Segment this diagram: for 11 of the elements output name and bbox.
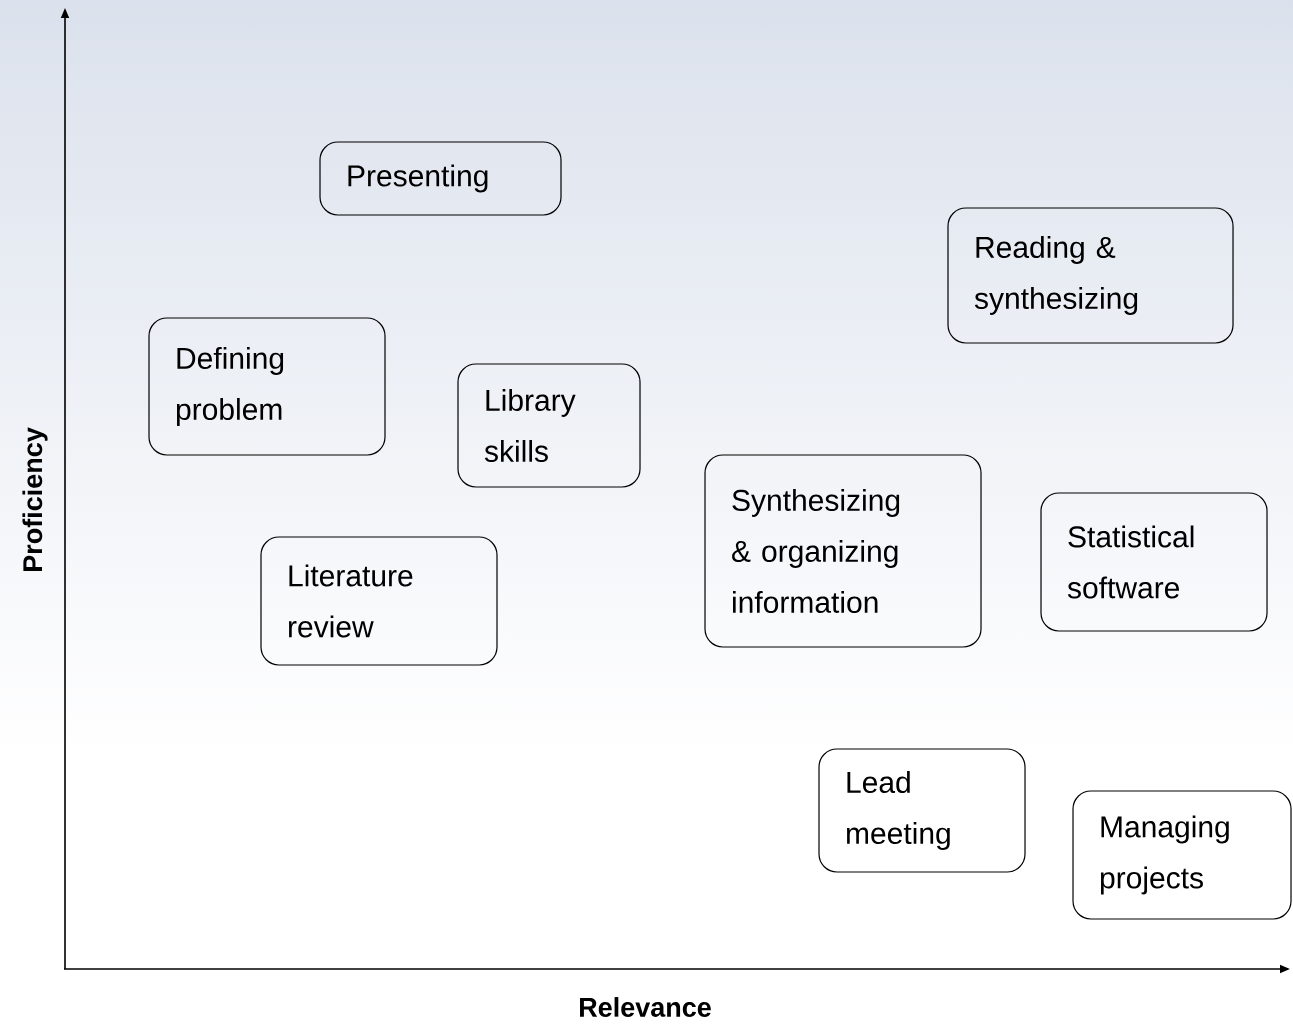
axis-title: Proficiency: [22, 427, 48, 571]
skill-box: Literature review: [260, 536, 498, 666]
skill-box: Presenting: [319, 141, 562, 216]
skill-box: Lead meeting: [818, 748, 1026, 873]
skill-box: Managing projects: [1072, 790, 1292, 920]
skill-box: Library skills: [457, 363, 641, 488]
skill-box: Defining problem: [148, 317, 386, 456]
axis-title: Relevance: [580, 997, 711, 1017]
skill-box: Statistical software: [1040, 492, 1268, 632]
skill-box: Synthesizing & organizing information: [704, 454, 982, 648]
skill-box: Reading & synthesizing: [947, 207, 1234, 344]
